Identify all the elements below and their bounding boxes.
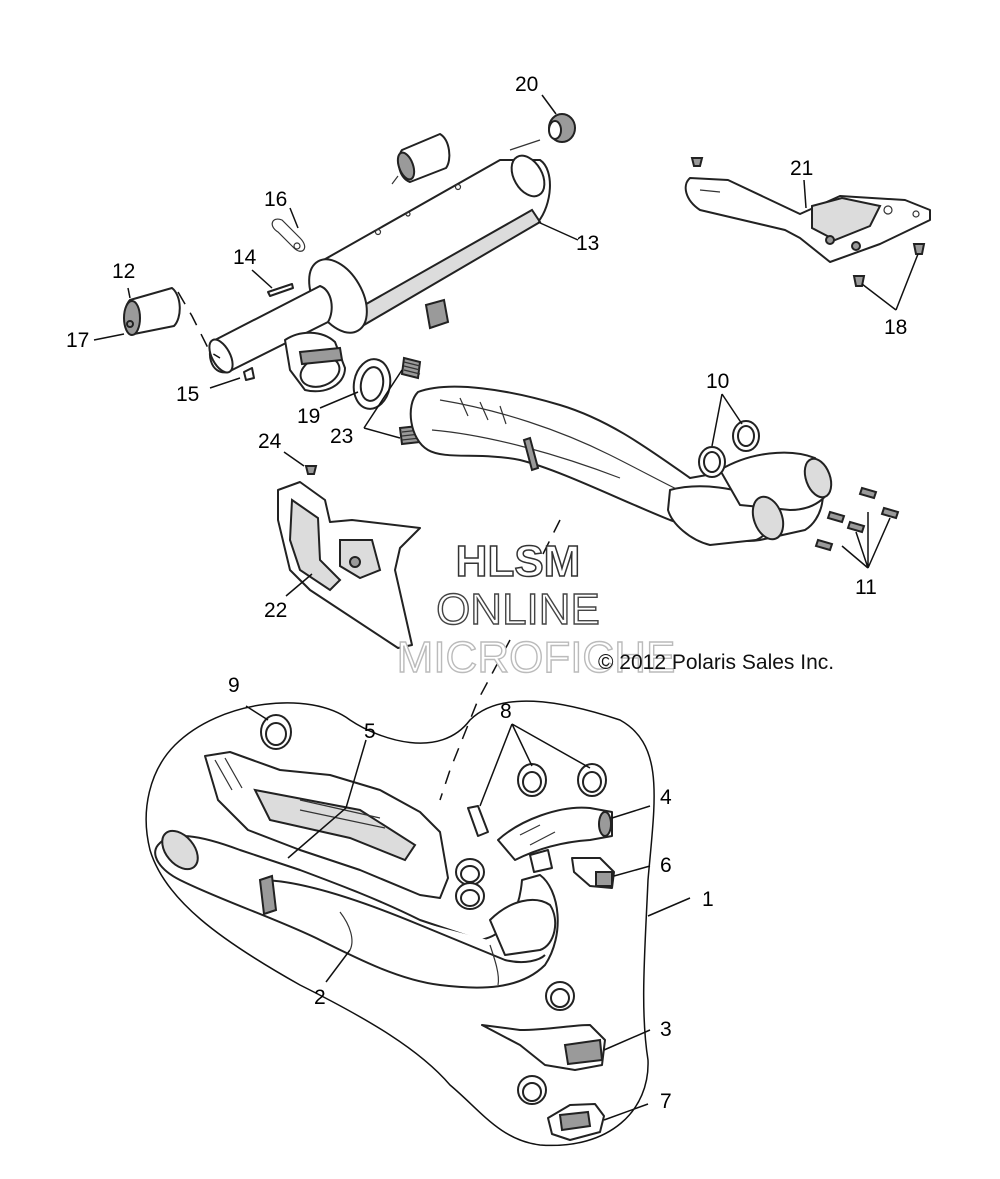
callout-11: 11 — [855, 576, 877, 599]
callout-23: 23 — [330, 425, 353, 448]
pipe-heat-shield-7 — [547, 1103, 605, 1141]
callout-10: 10 — [706, 370, 729, 393]
callout-18: 18 — [884, 316, 907, 339]
pipe-heat-shield-3 — [481, 1024, 606, 1071]
callout-1: 1 — [702, 888, 714, 911]
heat-shield-front — [277, 481, 421, 649]
callout-4: 4 — [660, 786, 672, 809]
leader-lines — [93, 94, 919, 1121]
spring-clip — [271, 218, 306, 252]
exhaust-springs — [398, 356, 422, 446]
heat-shield-rear — [684, 177, 931, 263]
pin — [267, 283, 294, 297]
callout-21: 21 — [790, 157, 813, 180]
copyright-notice: © 2012 Polaris Sales Inc. — [598, 651, 834, 674]
bolts — [814, 486, 900, 552]
watermark: HLSM ONLINE MICROFICHE — [396, 536, 676, 682]
exhaust-gasket — [352, 358, 392, 410]
callout-9: 9 — [228, 674, 240, 697]
grommet — [548, 113, 576, 143]
callout-8: 8 — [500, 700, 512, 723]
callout-22: 22 — [264, 599, 287, 622]
callout-2: 2 — [314, 986, 326, 1009]
callout-5: 5 — [364, 720, 376, 743]
clamp-9 — [260, 714, 292, 750]
spring-8 — [467, 805, 489, 837]
callout-7: 7 — [660, 1090, 672, 1113]
callout-6: 6 — [660, 854, 672, 877]
callout-19: 19 — [297, 405, 320, 428]
callout-14: 14 — [233, 246, 257, 269]
callout-20: 20 — [515, 73, 538, 96]
watermark-line-2: ONLINE — [436, 585, 600, 634]
watermark-line-3: MICROFICHE — [397, 633, 676, 682]
callout-3: 3 — [660, 1018, 672, 1041]
callout-16: 16 — [264, 188, 287, 211]
kit-outline — [145, 700, 655, 1147]
callout-24: 24 — [258, 430, 282, 453]
tail-plug — [123, 287, 181, 336]
pipe-heat-shield-6 — [571, 857, 615, 889]
mid-pipe-assembly — [409, 385, 833, 546]
callout-numbers: 1 2 3 4 5 6 7 8 9 10 11 12 13 14 15 16 1… — [66, 73, 907, 1113]
head-pipe — [154, 829, 559, 989]
callout-17: 17 — [66, 329, 89, 352]
muffler — [208, 139, 551, 393]
spark-arrestor-cap-top — [391, 133, 451, 185]
callout-13: 13 — [576, 232, 599, 255]
watermark-line-1: HLSM — [456, 537, 581, 586]
o-rings — [698, 420, 760, 478]
pipe-heat-shield-4 — [497, 806, 613, 861]
screw — [304, 465, 318, 475]
clamps — [455, 763, 607, 1105]
small-pin — [243, 367, 255, 381]
callout-12: 12 — [112, 260, 135, 283]
screws — [690, 157, 926, 287]
callout-15: 15 — [176, 383, 199, 406]
